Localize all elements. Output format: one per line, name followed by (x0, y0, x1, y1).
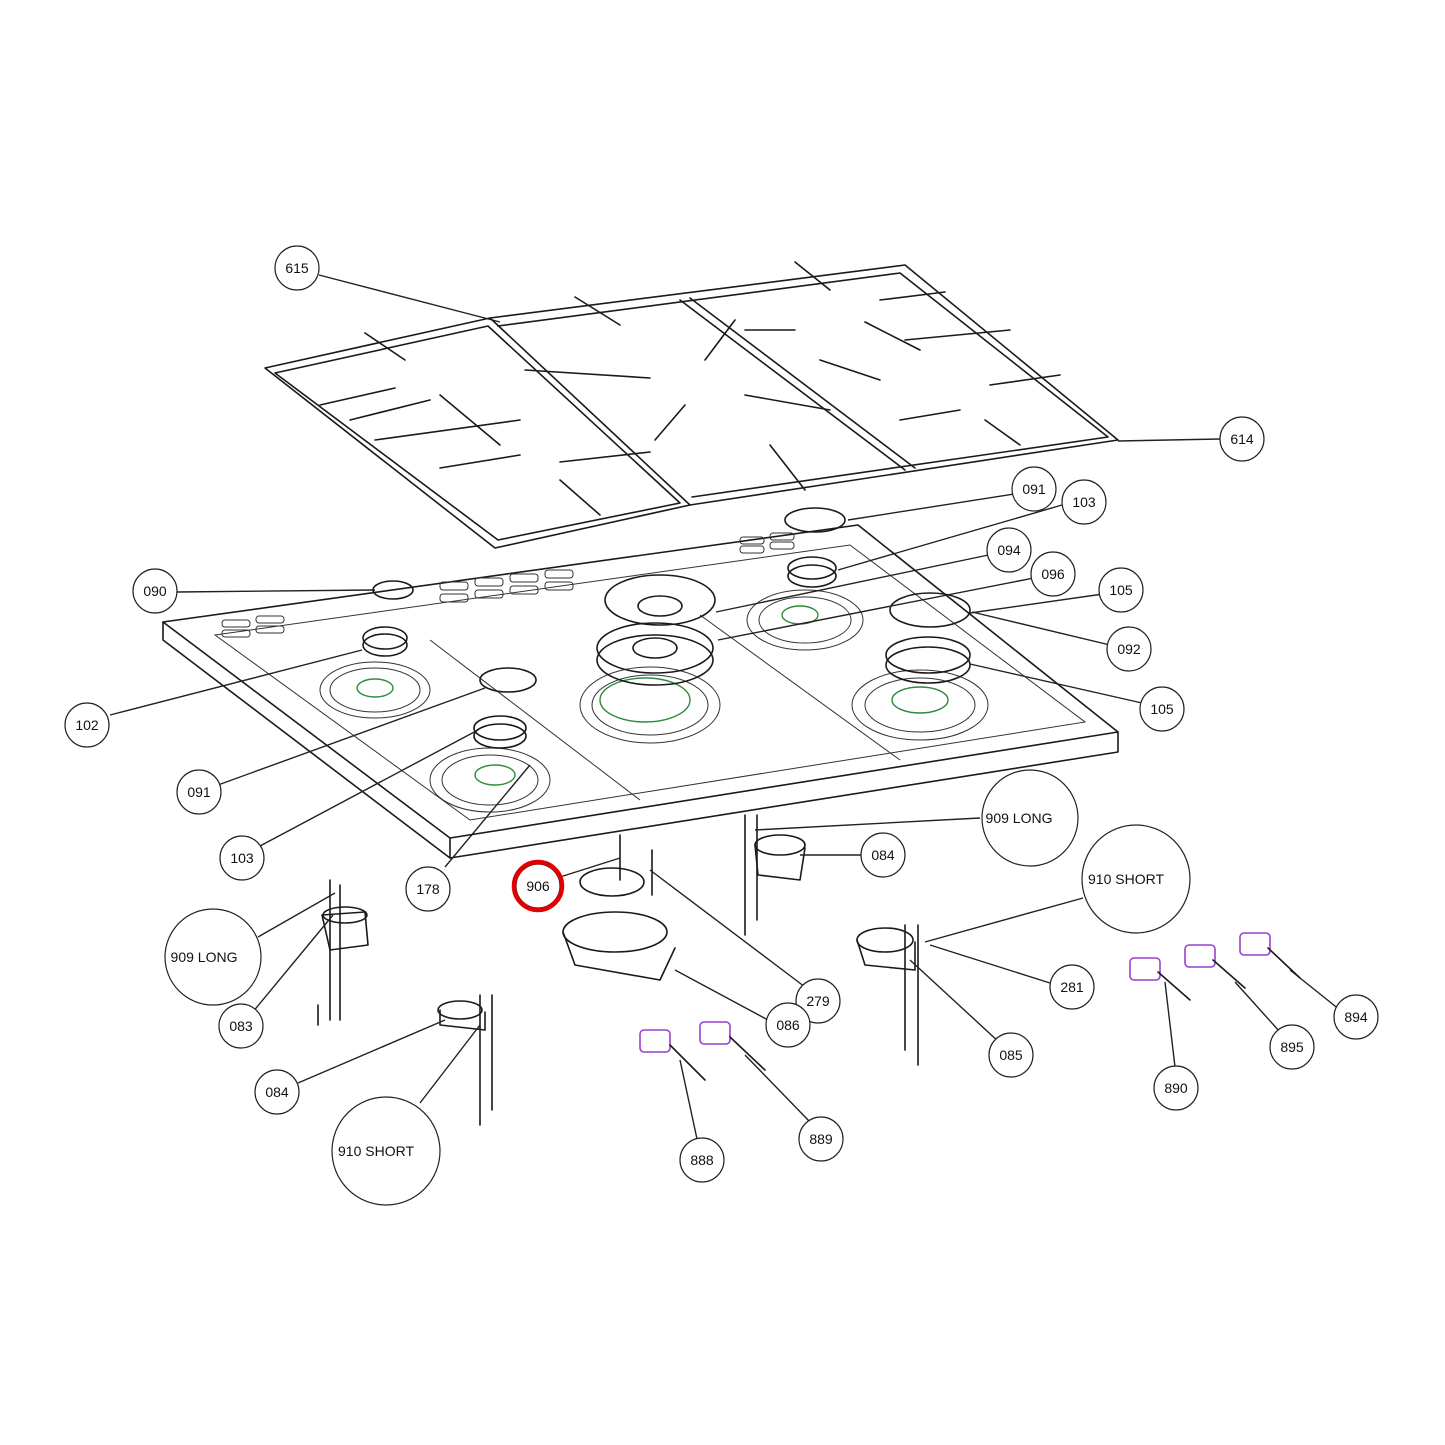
callout-label: 105 (1109, 582, 1133, 598)
callout-label: 889 (809, 1131, 833, 1147)
callout-label: 910 SHORT (338, 1143, 414, 1159)
callout-105-bottom[interactable]: 105 (1139, 686, 1185, 732)
callout-096[interactable]: 096 (1030, 551, 1076, 597)
callout-label: 614 (1230, 431, 1254, 447)
callout-label: 102 (75, 717, 99, 733)
callout-label: 083 (229, 1018, 253, 1034)
callout-091-top[interactable]: 091 (1011, 466, 1057, 512)
callout-label: 105 (1150, 701, 1174, 717)
callout-281[interactable]: 281 (1049, 964, 1095, 1010)
callout-label: 906 (526, 878, 550, 894)
callout-092[interactable]: 092 (1106, 626, 1152, 672)
callout-889[interactable]: 889 (798, 1116, 844, 1162)
callout-label: 094 (997, 542, 1021, 558)
callout-909-long-left[interactable]: 909 LONG (164, 908, 262, 1006)
callout-label: 092 (1117, 641, 1141, 657)
callout-279[interactable]: 279 (795, 978, 841, 1024)
callout-label: 103 (230, 850, 254, 866)
callout-103-top[interactable]: 103 (1061, 479, 1107, 525)
callout-label: 085 (999, 1047, 1023, 1063)
callout-090[interactable]: 090 (132, 568, 178, 614)
callout-label: 178 (416, 881, 440, 897)
callout-label: 615 (285, 260, 309, 276)
callout-label: 895 (1280, 1039, 1304, 1055)
callout-label: 910 SHORT (1088, 871, 1164, 887)
callout-906[interactable]: 906 (511, 859, 565, 913)
callout-103-bottom[interactable]: 103 (219, 835, 265, 881)
callout-091-bottom[interactable]: 091 (176, 769, 222, 815)
callout-890[interactable]: 890 (1153, 1065, 1199, 1111)
callout-910-short-right[interactable]: 910 SHORT (1081, 824, 1191, 934)
callout-615[interactable]: 615 (274, 245, 320, 291)
callout-label: 909 LONG (986, 810, 1053, 826)
callout-102[interactable]: 102 (64, 702, 110, 748)
callout-084-right[interactable]: 084 (860, 832, 906, 878)
callout-label: 894 (1344, 1009, 1368, 1025)
callout-614[interactable]: 614 (1219, 416, 1265, 462)
callout-083[interactable]: 083 (218, 1003, 264, 1049)
callout-895[interactable]: 895 (1269, 1024, 1315, 1070)
callout-label: 086 (776, 1017, 800, 1033)
callout-178[interactable]: 178 (405, 866, 451, 912)
callout-label: 279 (806, 993, 830, 1009)
callout-910-short-left[interactable]: 910 SHORT (331, 1096, 441, 1206)
pan-support-grids (264, 261, 1119, 549)
callout-085[interactable]: 085 (988, 1032, 1034, 1078)
callout-894[interactable]: 894 (1333, 994, 1379, 1040)
callout-label: 103 (1072, 494, 1096, 510)
gas-valves (639, 932, 1301, 1081)
callout-086[interactable]: 086 (765, 1002, 811, 1048)
callout-label: 096 (1041, 566, 1065, 582)
callout-label: 090 (143, 583, 167, 599)
leader-lines (109, 274, 1341, 1140)
callout-label: 909 LONG (171, 949, 238, 965)
callout-label: 084 (871, 847, 895, 863)
callout-label: 281 (1060, 979, 1084, 995)
hob-top-plate (162, 507, 1119, 859)
callout-label: 091 (187, 784, 211, 800)
callout-888[interactable]: 888 (679, 1137, 725, 1183)
callout-label: 890 (1164, 1080, 1188, 1096)
callout-105-top[interactable]: 105 (1098, 567, 1144, 613)
callout-909-long-right[interactable]: 909 LONG (981, 769, 1079, 867)
burner-bodies (317, 814, 919, 1126)
callout-084-left[interactable]: 084 (254, 1069, 300, 1115)
callout-094[interactable]: 094 (986, 527, 1032, 573)
callout-label: 091 (1022, 481, 1046, 497)
callout-label: 084 (265, 1084, 289, 1100)
callout-label: 888 (690, 1152, 714, 1168)
